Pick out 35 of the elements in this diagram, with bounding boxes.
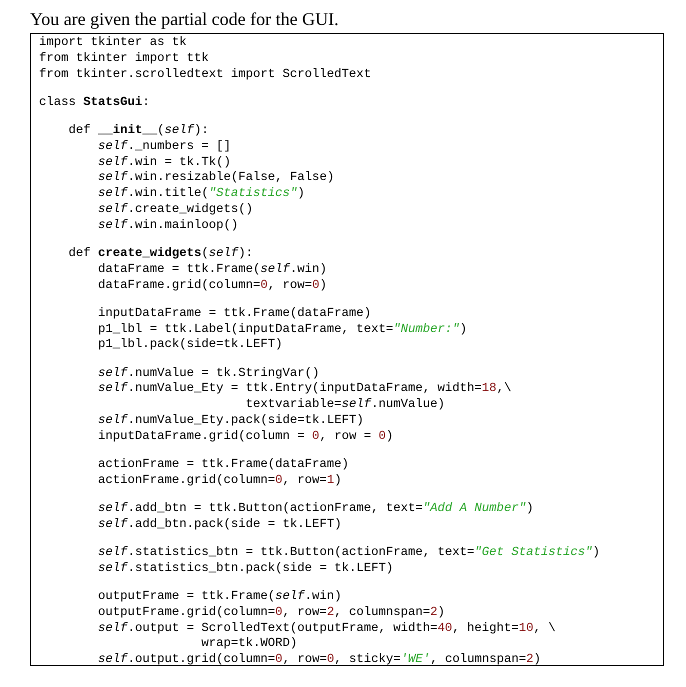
code-line: self.numValue_Ety = ttk.Entry(inputDataFrame, width=18,\ — [97, 380, 512, 396]
code-line: self._numbers = [] — [97, 138, 231, 154]
code-line: self.win.mainloop() — [97, 216, 238, 233]
code-line: outputFrame.grid(column=0, row=2, columnspan=2) — [97, 604, 445, 620]
code-line: def __init__(self): — [68, 122, 209, 138]
code-line: self.add_btn = ttk.Button(actionFrame, text="Add A Number") — [97, 500, 534, 516]
code-line: self.win.resizable(False, False) — [97, 169, 334, 186]
code-line: wrap=tk.WORD) — [200, 635, 298, 652]
code-line: class StatsGui: — [39, 94, 150, 110]
code-line: p1_lbl = ttk.Label(inputDataFrame, text="Number:") — [97, 320, 468, 337]
code-line: from tkinter import ttk — [39, 50, 209, 66]
code-line: outputFrame = ttk.Frame(self.win) — [97, 588, 342, 604]
code-line: dataFrame.grid(column=0, row=0) — [97, 276, 327, 293]
code-line: inputDataFrame.grid(column = 0, row = 0) — [97, 428, 394, 444]
code-line: self.win = tk.Tk() — [97, 154, 231, 170]
code-line: self.statistics_btn = ttk.Button(actionFrame, text="Get Statistics") — [97, 544, 600, 560]
code-line: self.statistics_btn.pack(side = tk.LEFT) — [97, 560, 394, 576]
code-line: from tkinter.scrolledtext import ScrolledText — [39, 66, 372, 82]
code-line: inputDataFrame = ttk.Frame(dataFrame) — [97, 304, 372, 321]
code-line: self.numValue_Ety.pack(side=tk.LEFT) — [97, 412, 364, 428]
code-line: self.create_widgets() — [97, 201, 254, 217]
code-line: p1_lbl.pack(side=tk.LEFT) — [97, 336, 283, 352]
code-line: dataFrame = ttk.Frame(self.win) — [97, 260, 327, 277]
code-line: self.numValue = tk.StringVar() — [97, 364, 320, 381]
code-box — [30, 33, 664, 666]
code-line: self.add_btn.pack(side = tk.LEFT) — [97, 516, 342, 532]
heading: You are given the partial code for the GUI. — [30, 9, 339, 30]
code-line: import tkinter as tk — [39, 34, 187, 50]
code-line: def create_widgets(self): — [68, 245, 254, 261]
code-line: self.output = ScrolledText(outputFrame, width=40, height=10, \ — [97, 620, 556, 636]
code-line: textvariable=self.numValue) — [244, 396, 445, 412]
code-line: self.output.grid(column=0, row=0, sticky='WE', columnspan=2) — [97, 651, 541, 668]
code-line: actionFrame.grid(column=0, row=1) — [97, 472, 342, 488]
code-line: self.win.title("Statistics") — [97, 185, 305, 202]
code-line: actionFrame = ttk.Frame(dataFrame) — [97, 456, 349, 472]
